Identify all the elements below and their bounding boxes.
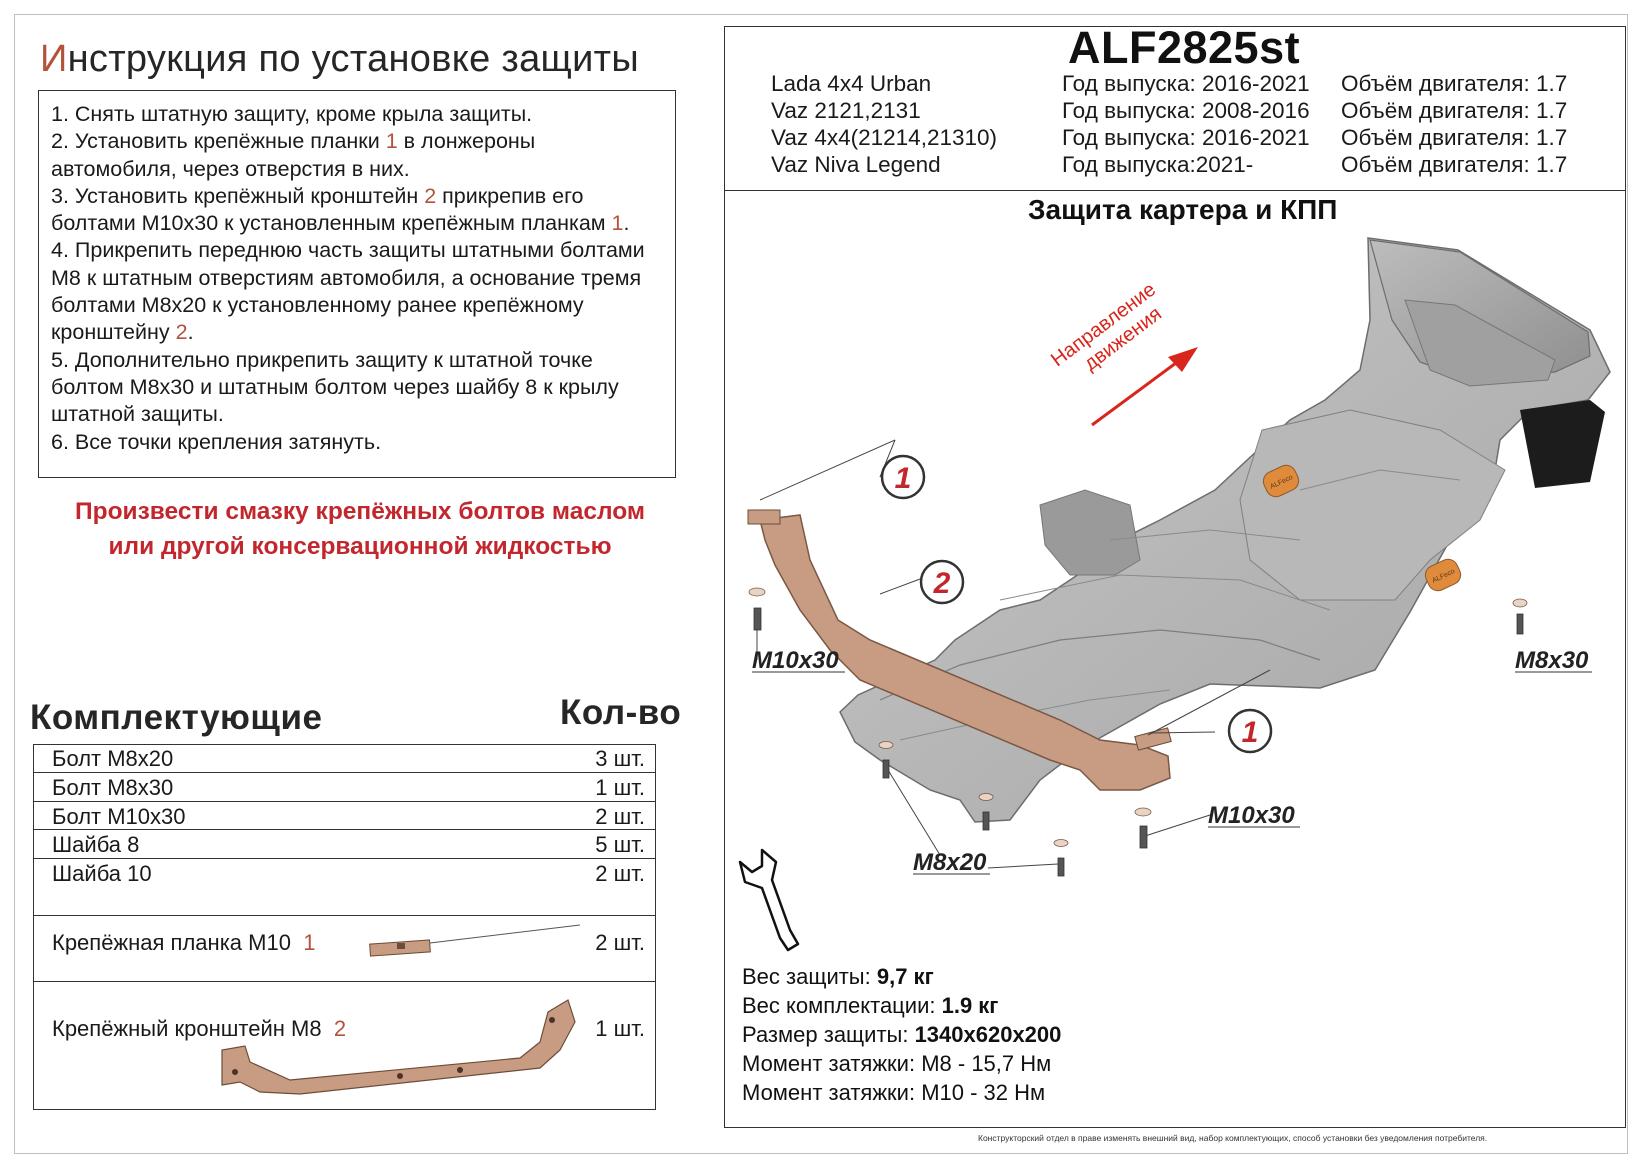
washer <box>878 741 894 749</box>
model-code: ALF2825st <box>1068 22 1301 73</box>
disclaimer: Конструкторский отдел в праве изменять в… <box>978 1133 1488 1143</box>
product-specs: Вес защиты: 9,7 кг Вес комплектации: 1.9… <box>742 962 1061 1107</box>
section-title: Защита картера и КПП <box>1028 194 1338 225</box>
svg-text:1: 1 <box>895 462 912 495</box>
vehicle-model: Lada 4x4 Urban <box>771 71 932 96</box>
direction-arrow <box>1091 347 1198 427</box>
instruction-step: 4. Прикрепить переднюю часть защиты штат… <box>51 238 645 345</box>
bolt-m10 <box>753 607 762 631</box>
bolt-m8x20 <box>1057 857 1065 877</box>
lubrication-warning: Произвести смазку крепёжных болтов масло… <box>75 498 645 560</box>
wrench-icon <box>738 848 800 952</box>
callout-1: 1 <box>1227 708 1273 754</box>
vehicle-years: Год выпуска: 2016-2021 <box>1062 71 1310 96</box>
kit-title: Комплектующие <box>30 698 323 737</box>
fastener-label: M8x30 <box>1515 647 1589 674</box>
document-sheet <box>14 14 1628 1154</box>
table-row: Шайба 10 2 шт. <box>34 859 655 916</box>
svg-text:2: 2 <box>933 567 951 600</box>
product-panel <box>724 26 1626 1128</box>
vehicle-engine: Объём двигателя: 1.7 <box>1341 152 1568 177</box>
skid-plate <box>839 237 1611 823</box>
instruction-step: 5. Дополнительно прикрепить защиту к шта… <box>51 347 619 427</box>
instruction-step: 2. Установить крепёжные планки 1 в лонже… <box>51 129 536 181</box>
vehicle-model: Vaz Niva Legend <box>771 152 941 177</box>
vehicle-engine: Объём двигателя: 1.7 <box>1341 98 1568 123</box>
callout-1: 1 <box>880 454 926 500</box>
washer <box>748 587 766 597</box>
qty-title: Кол-во <box>560 693 682 732</box>
instruction-step: 6. Все точки крепления затянуть. <box>51 429 382 454</box>
bolt-m8x20 <box>982 811 990 831</box>
vehicle-model: Vaz 4x4(21214,21310) <box>771 125 997 150</box>
vehicle-years: Год выпуска: 2008-2016 <box>1062 98 1310 123</box>
spec-row: Момент затяжки: М8 - 15,7 Нм <box>742 1051 1052 1076</box>
alfeco-stamp: ALFeco <box>1262 464 1300 498</box>
vehicle-years: Год выпуска: 2016-2021 <box>1062 125 1310 150</box>
instruction-step: 3. Установить крепёжный кронштейн 2 прик… <box>51 183 630 236</box>
bolt-m8x20 <box>882 759 890 779</box>
fastener-label: M8x20 <box>913 849 987 876</box>
vehicle-years: Год выпуска:2021- <box>1062 152 1254 177</box>
kit-table: Болт М8х20 3 шт. Болт М8х30 1 шт. Болт М… <box>33 744 656 1110</box>
instructions-title: Инструкция по установке защиты <box>40 38 639 80</box>
mounting-bracket <box>759 514 1171 791</box>
table-row: Шайба 8 5 шт. <box>34 830 655 859</box>
spec-row: Момент затяжки: М10 - 32 Нм <box>742 1080 1046 1105</box>
header-divider <box>724 190 1626 191</box>
instructions-box: 1. Снять штатную защиту, кроме крыла защ… <box>38 90 676 478</box>
bolt-m8x30 <box>1516 613 1524 635</box>
washer <box>1134 807 1152 817</box>
spec-row: Вес защиты: 9,7 кг <box>742 964 934 989</box>
table-row: Болт М8х20 3 шт. <box>34 745 655 773</box>
mounting-plate <box>1134 727 1172 751</box>
washer <box>1053 839 1069 847</box>
svg-text:1: 1 <box>1242 716 1259 749</box>
washer <box>1512 598 1528 608</box>
instruction-step: 1. Снять штатную защиту, кроме крыла защ… <box>51 102 533 126</box>
vehicle-model: Vaz 2121,2131 <box>771 98 921 123</box>
table-row: Крепёжный кронштейн М8 2 1 шт. <box>52 1016 645 1041</box>
table-row: Крепёжная планка М10 1 2 шт. <box>34 916 655 982</box>
bolt-m10 <box>1139 825 1148 849</box>
alfeco-stamp: ALFeco <box>1424 558 1462 592</box>
vehicle-engine: Объём двигателя: 1.7 <box>1341 71 1568 96</box>
spec-row: Вес комплектации: 1.9 кг <box>742 993 999 1018</box>
kit-plate-drawing <box>369 924 581 957</box>
table-row: Болт М8х30 1 шт. <box>34 773 655 802</box>
washer <box>978 793 994 801</box>
table-row: Болт М10х30 2 шт. <box>34 802 655 830</box>
spec-row: Размер защиты: 1340х620х200 <box>742 1022 1062 1047</box>
mounting-plate <box>747 509 781 525</box>
fastener-label: M10x30 <box>752 647 839 674</box>
callout-2: 2 <box>919 559 965 605</box>
vehicle-engine: Объём двигателя: 1.7 <box>1341 125 1568 150</box>
fastener-label: M10x30 <box>1208 802 1295 829</box>
kit-bracket-drawing <box>221 999 576 1095</box>
